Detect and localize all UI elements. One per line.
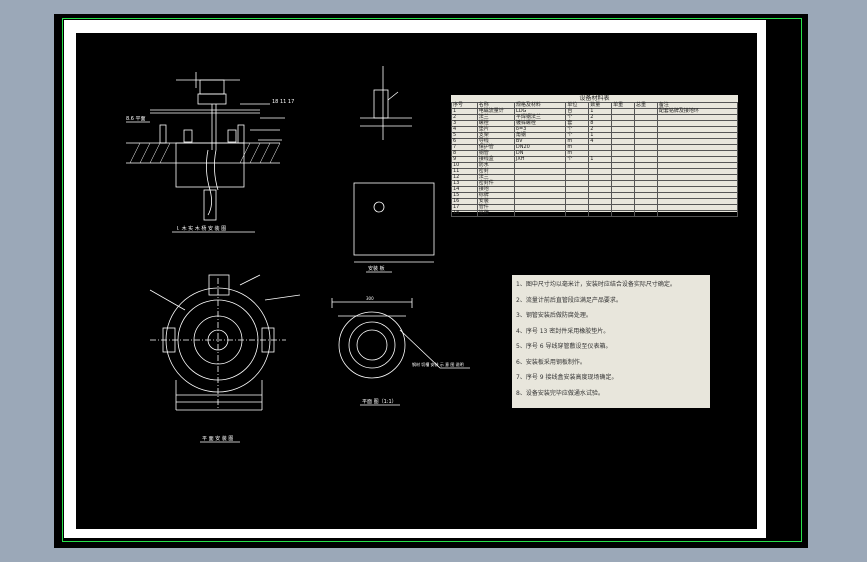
note-line: 4、序号 13 密封件采用橡胶垫片。 — [516, 327, 610, 335]
section-view — [126, 72, 285, 221]
bom-title: 设备材料表 — [579, 95, 610, 102]
view-bottom-title: 平 面 安 装 图 — [202, 435, 233, 442]
green-border — [62, 18, 802, 542]
circle-dim-label: 300 — [366, 296, 374, 301]
note-line: 6、安装板采用钢板制作。 — [516, 358, 586, 366]
bom-cell — [611, 210, 635, 217]
note-line: 2、流量计前后直管段应满足产品要求。 — [516, 296, 622, 304]
view-plate-title: 安装 板 — [368, 265, 385, 272]
bom-cell: 18 — [451, 210, 478, 217]
view-main-title: ｌ 木 实 木 杨 安 装 图 — [175, 225, 226, 232]
circle-note-label: 钢材 切槽 安装 示 意 图 说明 — [412, 361, 464, 367]
note-line: 5、序号 6 导线穿管敷设至仪表箱。 — [516, 343, 612, 350]
bom-cell: 铭牌 — [476, 210, 515, 217]
bom-cell — [588, 210, 613, 217]
note-line: 8、设备安装完毕应做通水试验。 — [516, 389, 604, 397]
circle-detail — [331, 298, 470, 379]
dim-left-label: 8.6 平面 — [126, 116, 146, 122]
note-line: 7、序号 9 接线盒安装高度现场确定。 — [516, 374, 618, 381]
bom-cell — [513, 210, 567, 217]
bom-cell — [656, 210, 739, 217]
bom-cell — [565, 210, 590, 217]
note-line: 3、钢管安装后做防腐处理。 — [516, 312, 592, 319]
mounting-plate — [353, 182, 435, 263]
plan-view — [149, 274, 301, 411]
side-view — [360, 66, 412, 140]
bom-cell — [634, 210, 658, 217]
view-circle-title: 平面 图（1:1） — [362, 399, 397, 405]
notes-panel: 1、图中尺寸均以毫米计，安装时应结合设备实际尺寸确定。 2、流量计前后直管段应满足… — [512, 275, 710, 408]
dim-right-label: 18 11 17 — [272, 99, 294, 105]
note-line: 1、图中尺寸均以毫米计，安装时应结合设备实际尺寸确定。 — [516, 281, 676, 288]
